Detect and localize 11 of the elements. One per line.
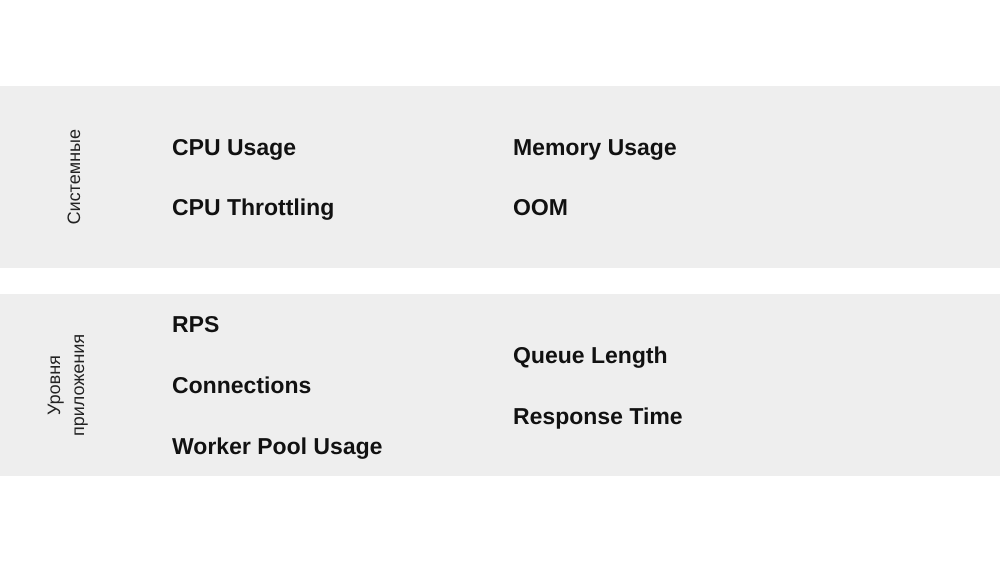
metric-label: Connections	[172, 371, 312, 399]
metric-label: CPU Throttling	[172, 193, 334, 221]
metric-label: Memory Usage	[513, 133, 677, 161]
metric-label: Response Time	[513, 402, 683, 430]
metric-label: CPU Usage	[172, 133, 297, 161]
metric-label: Queue Length	[513, 340, 669, 368]
metric-label: Worker Pool Usage	[172, 432, 382, 460]
metric-label: RPS	[172, 310, 220, 338]
metric-label: OOM	[513, 193, 569, 221]
band-heading: Системные	[63, 129, 85, 225]
band-heading: Уровня приложения	[43, 332, 89, 438]
